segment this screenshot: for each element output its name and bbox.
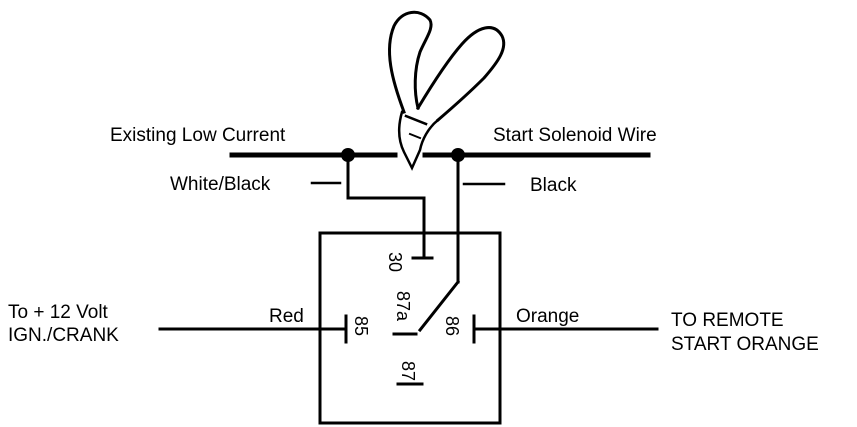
pin-86: 86	[442, 316, 462, 336]
switch-arm	[417, 279, 461, 333]
label-white-black: White/Black	[170, 174, 271, 195]
label-orange: Orange	[516, 306, 579, 327]
label-black: Black	[530, 175, 577, 196]
wire-cutter-pliers-icon	[387, 10, 506, 171]
pin-87: 87	[398, 361, 418, 381]
label-ign-crank: IGN./CRANK	[8, 325, 119, 346]
label-to-12-volt: To + 12 Volt	[8, 302, 109, 323]
pin-85: 85	[351, 316, 371, 336]
pin-87a: 87a	[393, 291, 413, 322]
label-start-solenoid-wire: Start Solenoid Wire	[493, 125, 657, 146]
label-to-remote: TO REMOTE	[671, 310, 784, 331]
white-black-wire	[346, 153, 426, 260]
label-red: Red	[269, 306, 304, 327]
pin-30: 30	[385, 252, 405, 272]
label-start-orange: START ORANGE	[671, 334, 819, 355]
label-existing-low-current: Existing Low Current	[110, 125, 286, 146]
